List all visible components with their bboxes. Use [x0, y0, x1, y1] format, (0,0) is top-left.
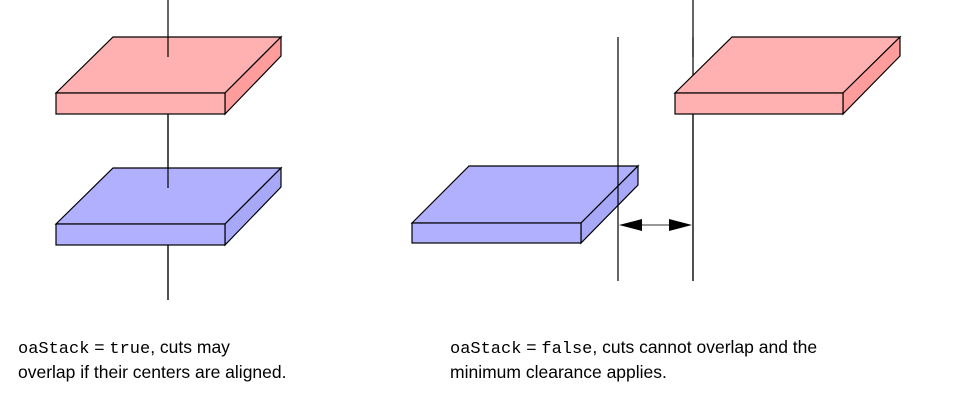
code-value: false [541, 340, 593, 359]
code-token: oaStack [18, 340, 90, 359]
right-caption: oaStack = false, cuts cannot overlap and… [450, 336, 817, 384]
caption-text: overlap if their centers are aligned. [18, 362, 287, 382]
code-value: true [109, 340, 151, 359]
caption-text: minimum clearance applies. [450, 362, 667, 382]
left-upper-cut [54, 35, 283, 116]
right-upper-cut [673, 35, 902, 116]
left-caption: oaStack = true, cuts may overlap if thei… [18, 336, 286, 384]
equals: = [89, 337, 110, 357]
clearance-arrow [619, 219, 692, 231]
left-lower-cut [54, 166, 283, 247]
caption-text: , cuts cannot overlap and the [592, 337, 818, 357]
equals: = [521, 337, 542, 357]
right-lower-cut [410, 164, 640, 245]
code-token: oaStack [450, 340, 522, 359]
caption-text: , cuts may [150, 337, 230, 357]
